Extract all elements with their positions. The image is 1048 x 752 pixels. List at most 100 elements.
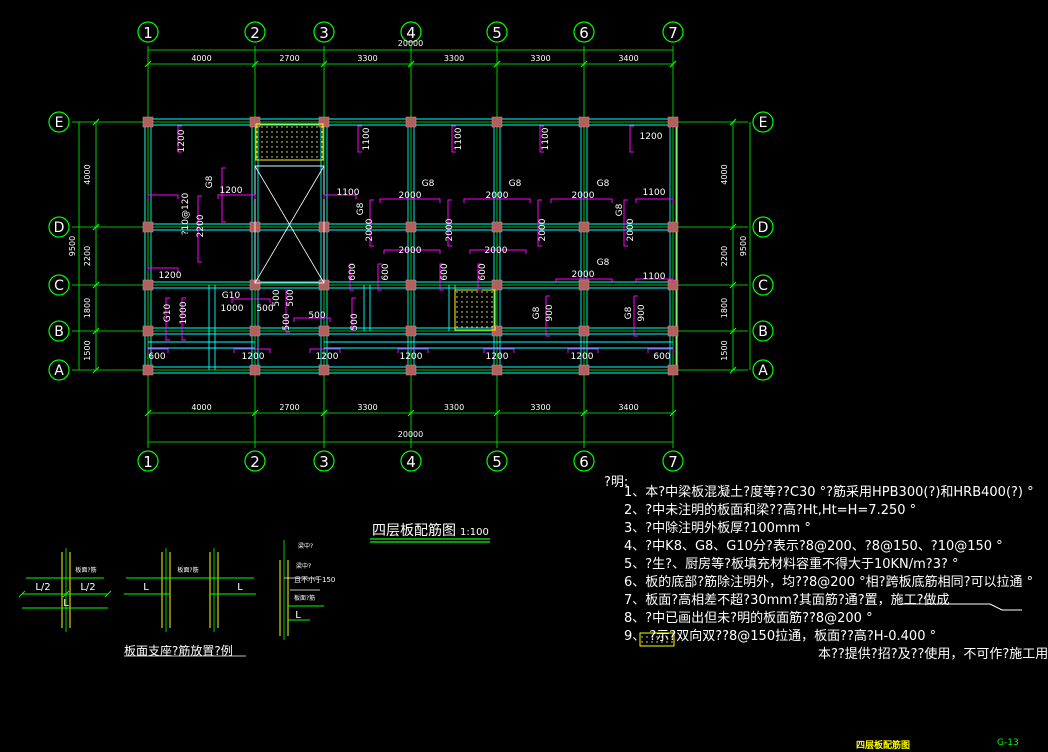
detail-dim-text: L	[295, 610, 301, 621]
rebar-mark	[463, 198, 531, 203]
slab-rebar-label: 1200	[159, 271, 182, 281]
dim-tick	[251, 409, 259, 417]
slab-rebar-label: 1100	[337, 188, 360, 198]
grid-bubble-label: B	[54, 324, 64, 340]
dim-total: 9500	[739, 236, 748, 256]
grid-bubble-label: 4	[406, 453, 416, 471]
rebar-mark	[147, 348, 169, 353]
slab-rebar-label: 600	[653, 352, 670, 362]
slab-rebar-label: 2000	[572, 270, 595, 280]
rebar-mark	[635, 278, 674, 283]
slab-rebar-label: 1200	[640, 132, 663, 142]
rebar-mark	[357, 125, 362, 153]
detail-dim-text: L	[63, 598, 69, 609]
drawing-scale: 1:100	[460, 527, 489, 538]
drawing-title-text: 四层板配筋图	[372, 523, 456, 539]
note-3: 3、?中除注明外板厚?100mm °	[624, 521, 811, 536]
grid-bubble-E	[48, 111, 70, 133]
slab-rebar-label: G8	[356, 202, 366, 215]
dim-tick	[493, 409, 501, 417]
grid-bubble-label: 6	[579, 453, 589, 471]
slab-rebar-label: 1100	[643, 188, 666, 198]
dim-tick	[729, 223, 737, 231]
column	[667, 221, 679, 233]
rebar-mark	[217, 194, 256, 199]
dim-tick	[320, 409, 328, 417]
note-5: 5、?生?、厨房等?板填充材料容重不得大于10KN/m?3? °	[624, 557, 959, 572]
grid-bubble-label: 5	[492, 24, 502, 42]
dim-text: 2700	[279, 54, 299, 63]
slab-rebar-label: 500	[272, 289, 282, 306]
grid-bubble-label: 4	[406, 24, 416, 42]
slab-rebar-label: 900	[545, 304, 555, 321]
lowered-slab-hatch	[454, 289, 496, 331]
rebar-mark	[369, 199, 374, 247]
column	[491, 364, 503, 376]
rebar-mark	[233, 348, 271, 353]
slab-rebar-label: G8	[624, 306, 634, 319]
slab-rebar-label: 2000	[399, 246, 422, 256]
dim-text: 1500	[720, 340, 729, 360]
dim-text: 3300	[444, 403, 464, 412]
dim-tick	[92, 281, 100, 289]
slab-rebar-label: 600	[381, 263, 391, 280]
slab-rebar-label: 1100	[454, 127, 464, 150]
dim-text: 1500	[83, 340, 92, 360]
dim-text: 2200	[720, 246, 729, 266]
column	[578, 116, 590, 128]
column	[578, 221, 590, 233]
slab-rebar-label: 500	[350, 313, 360, 330]
slab-rebar-label: 2000	[538, 218, 548, 241]
column	[142, 364, 154, 376]
slab-rebar-label: 1100	[541, 127, 551, 150]
grid-bubble-label: E	[759, 115, 768, 131]
slab-rebar-label: 1200	[177, 129, 187, 152]
slab-rebar-label: 2000	[365, 218, 375, 241]
rebar-mark	[545, 295, 550, 337]
rebar-mark	[397, 348, 429, 353]
note-8: 8、?中已画出但未?明的板面筋??8@200 °	[624, 611, 873, 626]
column	[142, 279, 154, 291]
rebar-mark	[351, 297, 356, 331]
slab-rebar-label: 1200	[242, 352, 265, 362]
dim-tick	[92, 366, 100, 374]
dim-text: 4000	[191, 403, 211, 412]
slab-rebar-label: 600	[348, 263, 358, 280]
column	[491, 116, 503, 128]
slab-rebar-label: G10	[163, 304, 173, 323]
detail-dim-text: L/2	[35, 582, 50, 593]
column	[667, 364, 679, 376]
note-disclaimer: 本??提供?招?及??使用，不可作?施工用	[818, 647, 1048, 662]
offset-sketch	[900, 603, 1022, 611]
dim-tick	[729, 327, 737, 335]
column	[405, 221, 417, 233]
dim-tick	[493, 60, 501, 68]
slab-rebar-label: 1200	[316, 352, 339, 362]
dim-text: 1800	[83, 298, 92, 318]
grid-bubble-6	[573, 21, 595, 43]
column	[405, 364, 417, 376]
grid-bubble-label: 6	[579, 24, 589, 42]
rebar-mark	[469, 249, 527, 254]
stair-opening	[254, 165, 325, 284]
dim-text: 4000	[720, 164, 729, 184]
column	[578, 364, 590, 376]
rebar-mark	[285, 289, 290, 333]
slab-rebar-label: G8	[597, 258, 610, 268]
dim-total: 20000	[398, 430, 423, 439]
rebar-mark	[477, 263, 482, 291]
rebar-mark	[483, 348, 515, 353]
grid-bubble-2	[244, 21, 266, 43]
note-9: 9、 ?示?双向双??8@150拉通，板面??高?H-0.400 °	[624, 629, 937, 644]
dim-text: 4000	[83, 164, 92, 184]
rebar-mark	[231, 298, 271, 303]
grid-bubble-label: 7	[668, 453, 678, 471]
slab-rebar-label: 2200	[196, 214, 206, 237]
notes-header: ?明:	[604, 475, 629, 490]
slab-rebar-label: 600	[148, 352, 165, 362]
dim-tick	[407, 60, 415, 68]
slab-rebar-label: G8	[422, 179, 435, 189]
detail-label: 板面?筋	[75, 566, 96, 574]
